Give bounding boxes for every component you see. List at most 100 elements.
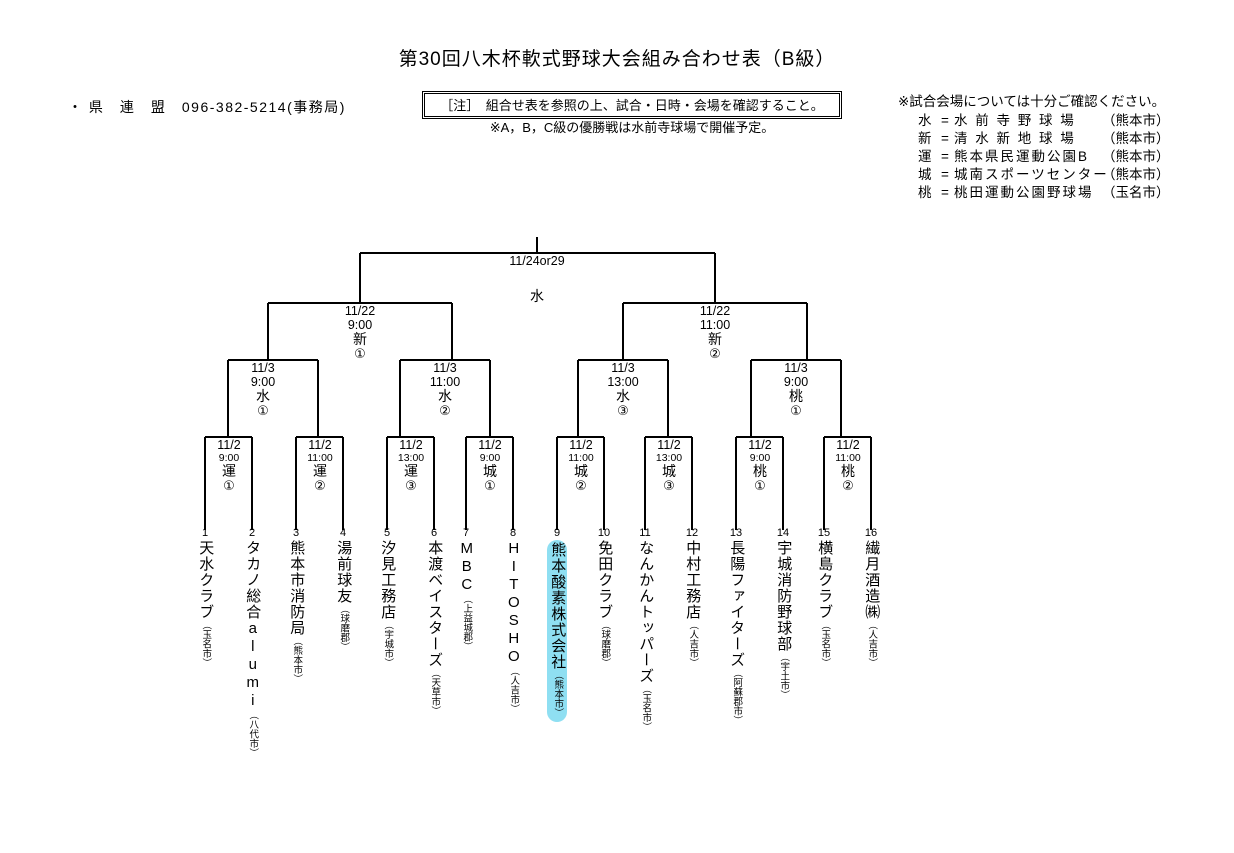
team-name: 繊月酒造㈱（人吉市） xyxy=(863,540,881,668)
team-entry[interactable]: 10 免田クラブ（球磨郡） xyxy=(593,527,615,673)
match-date: 11/3 xyxy=(611,361,635,375)
match-date: 11/2 xyxy=(748,438,772,452)
match-date: 11/3 xyxy=(433,361,457,375)
match-round1-8[interactable]: 11/2 11:00 桃 ② xyxy=(813,438,883,493)
team-name: 汐見工務店（宇城市） xyxy=(379,540,397,668)
team-name: HITOSHO（人吉市） xyxy=(505,540,523,714)
match-time: 9:00 xyxy=(749,451,771,464)
match-quarterfinal-4[interactable]: 11/3 9:00 桃 ① xyxy=(746,361,846,418)
match-number: ① xyxy=(257,403,269,419)
match-venue: 水 xyxy=(438,388,452,404)
team-seed: 7 xyxy=(462,527,470,539)
team-seed: 8 xyxy=(509,527,517,539)
match-time: 11:00 xyxy=(699,317,731,332)
match-round1-3[interactable]: 11/2 13:00 運 ③ xyxy=(376,438,446,493)
venue-equals: = xyxy=(941,167,949,182)
team-entry[interactable]: 13 長陽ファイターズ（阿蘇郡市） xyxy=(725,527,747,730)
team-entry[interactable]: 1 天水クラブ（玉名市） xyxy=(194,527,216,673)
match-number: ② xyxy=(314,477,326,493)
match-round1-2[interactable]: 11/2 11:00 運 ② xyxy=(285,438,355,493)
venue-name: 城南スポーツセンター xyxy=(954,167,1109,182)
match-date: 11/2 xyxy=(657,438,681,452)
match-round1-7[interactable]: 11/2 9:00 桃 ① xyxy=(725,438,795,493)
venue-city: （玉名市） xyxy=(1102,185,1170,200)
venue-legend-row: 桃=桃田運動公園野球場（玉名市） xyxy=(898,184,1170,202)
match-number: ① xyxy=(223,477,235,493)
match-venue: 桃 xyxy=(753,462,767,479)
venue-legend-row: 城 = 城南スポーツセンター（熊本市） xyxy=(898,166,1170,184)
venue-key: 城 xyxy=(918,167,932,182)
match-quarterfinal-2[interactable]: 11/3 11:00 水 ② xyxy=(395,361,495,418)
note-box: ［注］ 組合せ表を参照の上、試合・日時・会場を確認すること。 xyxy=(422,91,842,119)
match-number: ② xyxy=(575,477,587,493)
venue-key: 新 xyxy=(918,131,932,146)
match-date: 11/2 xyxy=(836,438,860,452)
team-entry[interactable]: 4 湯前球友（球磨郡） xyxy=(332,527,354,657)
team-name: MBC（上益城郡） xyxy=(458,540,476,651)
team-entry[interactable]: 14 宇城消防野球部（宇土市） xyxy=(772,527,794,705)
match-quarterfinal-1[interactable]: 11/3 9:00 水 ① xyxy=(213,361,313,419)
match-time: 13:00 xyxy=(607,374,639,389)
federation-contact: ・ 県 連 盟 096-382-5214(事務局) xyxy=(68,99,346,115)
team-name: 長陽ファイターズ（阿蘇郡市） xyxy=(728,540,746,725)
match-semifinal-1[interactable]: 11/22 9:00 新 ① xyxy=(290,304,430,362)
team-seed: 11 xyxy=(639,527,651,539)
match-number: ③ xyxy=(617,403,629,419)
team-seed: 2 xyxy=(248,527,256,539)
team-entry[interactable]: 8 HITOSHO（人吉市） xyxy=(502,527,524,719)
team-seed: 12 xyxy=(685,527,699,539)
match-time: 13:00 xyxy=(655,451,683,464)
match-number: ② xyxy=(709,346,721,362)
match-time: 9:00 xyxy=(783,374,809,389)
team-entry[interactable]: 2 タカノ総合alumi（八代市） xyxy=(241,527,263,763)
team-entry[interactable]: 3 熊本市消防局（熊本市） xyxy=(285,527,307,689)
match-round1-4[interactable]: 11/2 9:00 城 ① xyxy=(455,438,525,493)
match-time: 13:00 xyxy=(397,451,425,464)
match-time: 9:00 xyxy=(218,451,240,464)
match-date: 11/3 xyxy=(251,361,275,375)
note-subtext: ※A，B，C級の優勝戦は水前寺球場で開催予定。 xyxy=(489,120,775,135)
match-venue: 桃 xyxy=(789,388,803,404)
team-entry[interactable]: 7 MBC（上益城郡） xyxy=(455,527,477,656)
team-name: 湯前球友（球磨郡） xyxy=(335,540,353,652)
team-entry[interactable]: 12 中村工務店（人吉市） xyxy=(681,527,703,673)
match-number: ② xyxy=(842,477,854,493)
match-final[interactable]: 11/24or29 水 xyxy=(467,254,607,304)
venue-legend-row: 水=水 前 寺 野 球 場（熊本市） xyxy=(898,112,1170,130)
match-date: 11/22 xyxy=(699,304,731,318)
match-semifinal-2[interactable]: 11/22 11:00 新 ② xyxy=(645,304,785,362)
match-date: 11/2 xyxy=(478,438,502,452)
match-number: ③ xyxy=(663,477,675,493)
match-venue: 城 xyxy=(574,462,588,479)
venue-legend-row: 新=清 水 新 地 球 場（熊本市） xyxy=(898,130,1170,148)
team-name: なんかんトッパーズ（玉名市） xyxy=(637,540,655,732)
match-venue: 水 xyxy=(256,388,270,404)
team-seed: 14 xyxy=(776,527,790,539)
team-seed: 4 xyxy=(339,527,347,539)
team-entry[interactable]: 11 なんかんトッパーズ（玉名市） xyxy=(634,527,656,737)
match-round1-6[interactable]: 11/2 13:00 城 ③ xyxy=(634,438,704,493)
team-entry[interactable]: 5 汐見工務店（宇城市） xyxy=(376,527,398,673)
match-time: 9:00 xyxy=(347,317,373,332)
team-entry-highlighted[interactable]: 9 熊本酸素株式会社（熊本市） xyxy=(546,527,568,727)
venue-city: （熊本市） xyxy=(1102,167,1170,182)
match-date: 11/2 xyxy=(569,438,593,452)
team-name: 中村工務店（人吉市） xyxy=(684,540,702,668)
team-entry[interactable]: 16 繊月酒造㈱（人吉市） xyxy=(860,527,882,673)
match-number: ① xyxy=(354,346,366,362)
team-entry[interactable]: 6 本渡ベイスターズ（天草市） xyxy=(423,527,445,721)
team-entry[interactable]: 15 横島クラブ（玉名市） xyxy=(813,527,835,673)
match-round1-1[interactable]: 11/2 9:00 運 ① xyxy=(194,438,264,493)
venue-legend-row: 運=熊本県民運動公園B（熊本市） xyxy=(898,148,1170,166)
match-round1-5[interactable]: 11/2 11:00 城 ② xyxy=(546,438,616,493)
venue-name: 水 前 寺 野 球 場 xyxy=(954,113,1076,128)
match-number: ③ xyxy=(405,477,417,493)
match-date: 11/3 xyxy=(784,361,808,375)
match-date: 11/24or29 xyxy=(509,254,565,268)
match-quarterfinal-3[interactable]: 11/3 13:00 水 ③ xyxy=(573,361,673,419)
team-seed: 13 xyxy=(729,527,743,539)
venue-equals: = xyxy=(941,131,949,146)
venue-legend: ※試合会場については十分ご確認ください。 水=水 前 寺 野 球 場（熊本市） … xyxy=(898,93,1170,202)
